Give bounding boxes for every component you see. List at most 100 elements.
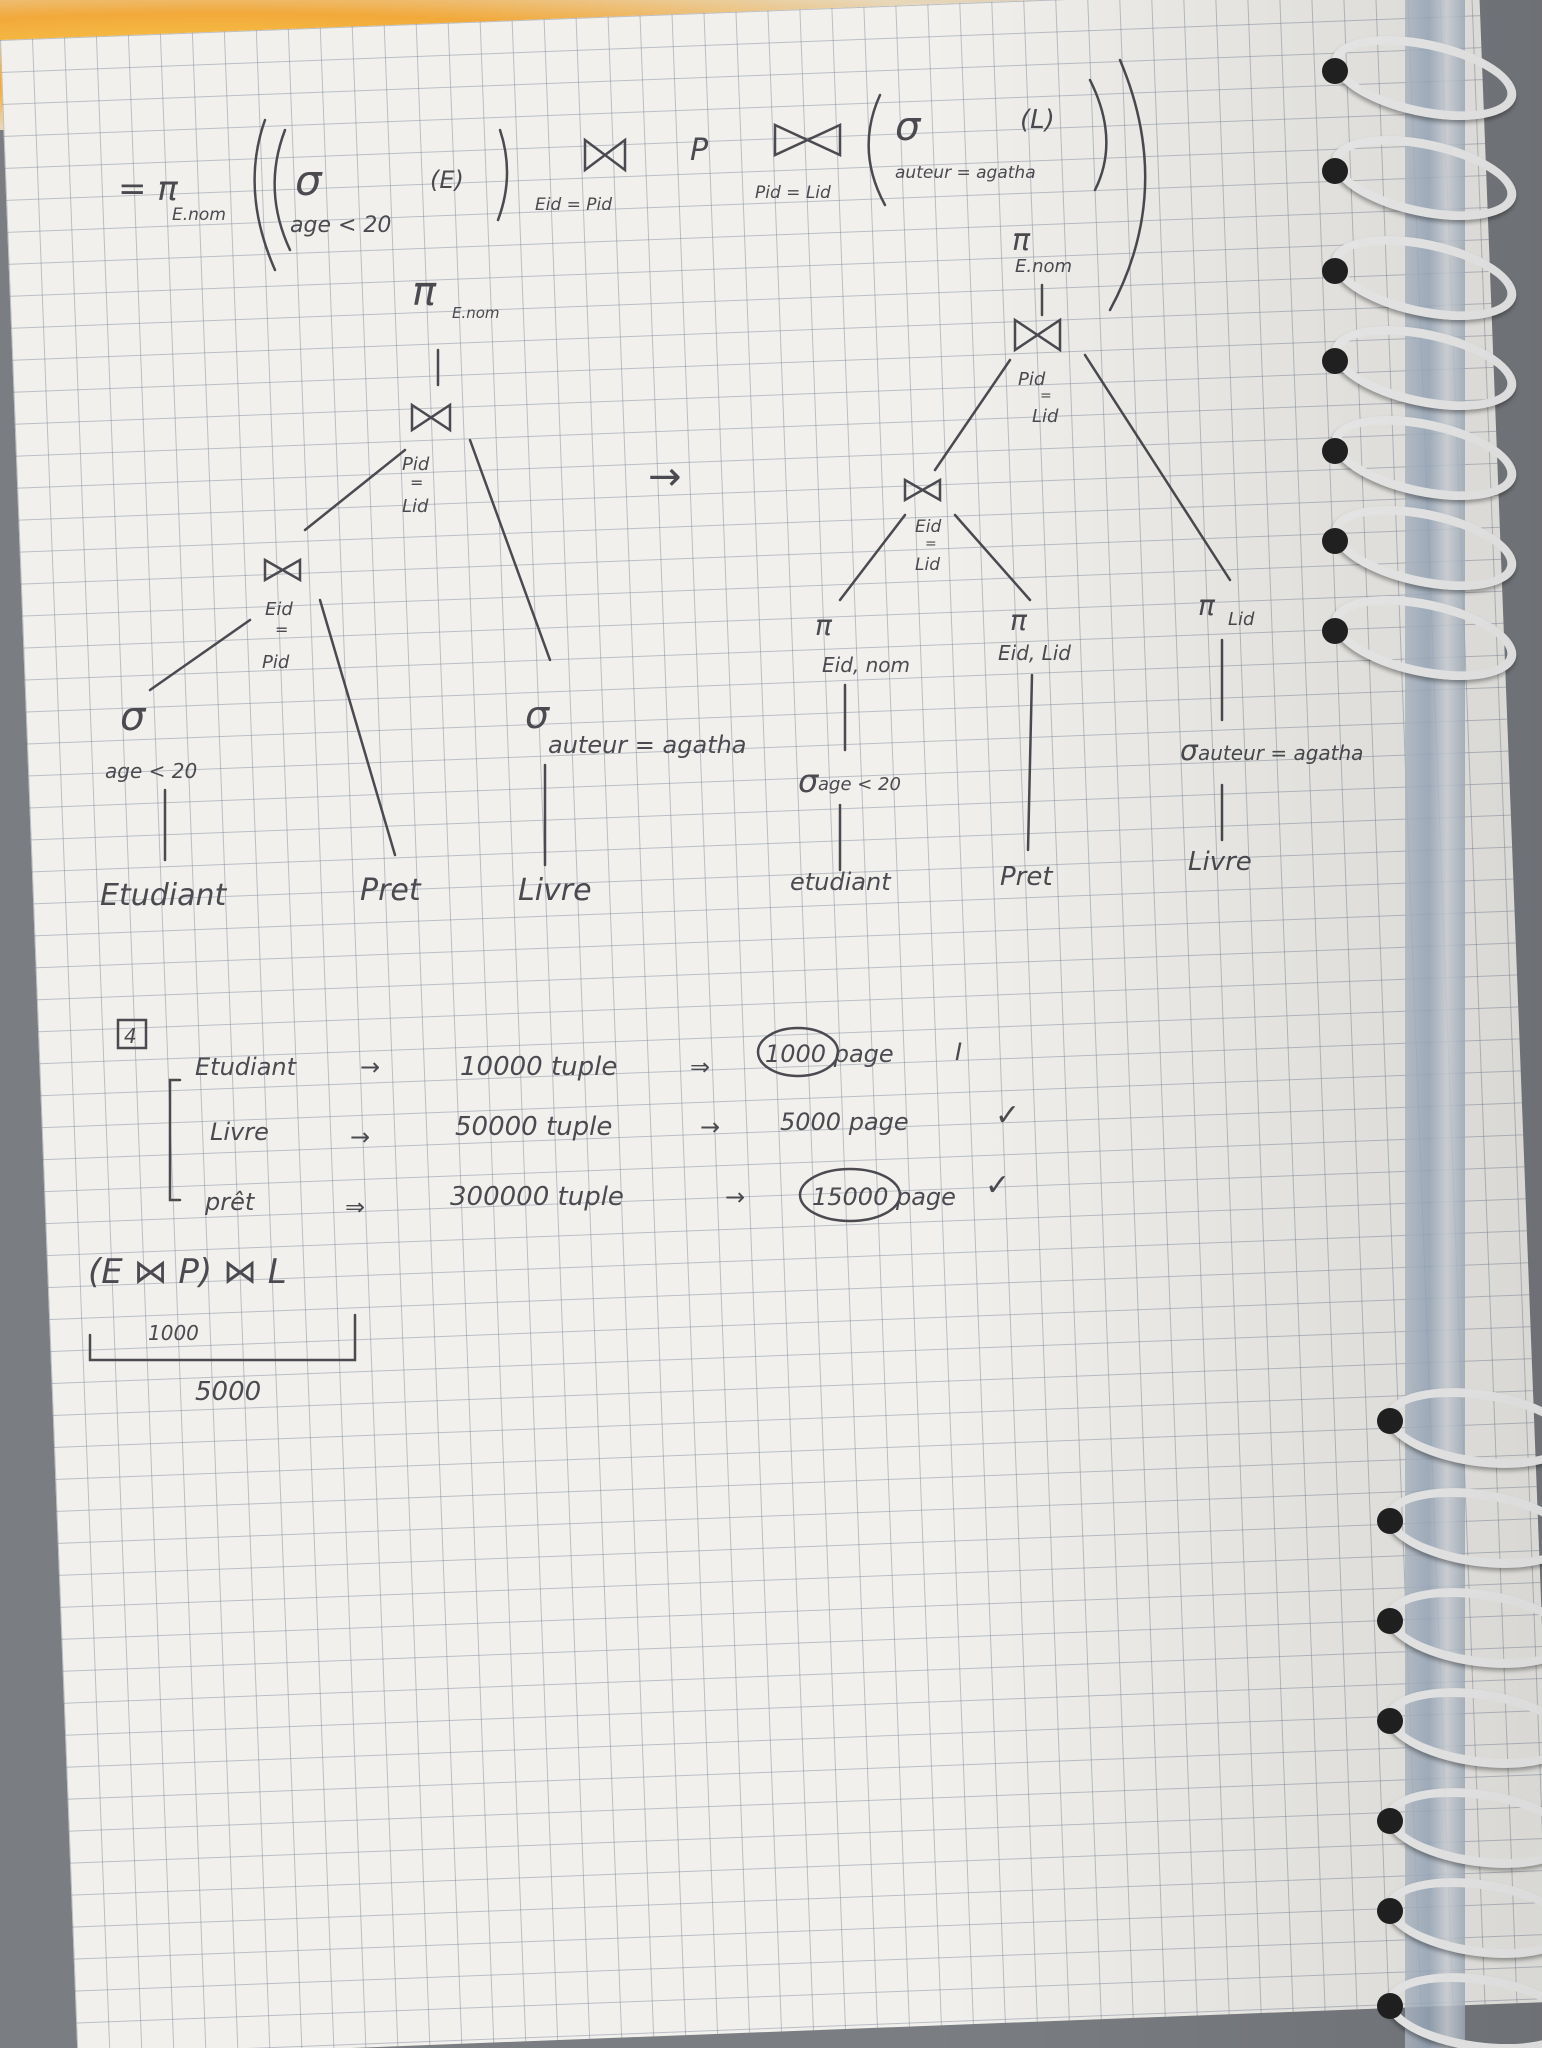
right-sigma-l: σ bbox=[1180, 734, 1199, 767]
punch-hole bbox=[1377, 1508, 1403, 1534]
right-proj-e-symbol: π bbox=[815, 609, 833, 642]
notebook-spine bbox=[1405, 0, 1465, 2048]
open-paren bbox=[253, 118, 277, 272]
row-0-mark: I bbox=[955, 1038, 962, 1066]
formula-e-rel: (E) bbox=[430, 166, 464, 194]
row-2-mark: ✓ bbox=[985, 1168, 1010, 1203]
left-sigma-l-cond: auteur = agatha bbox=[548, 731, 747, 759]
left-sigma-e: σ bbox=[120, 694, 147, 740]
left-join-low-cond-a: Eid bbox=[265, 599, 293, 620]
svg-text:→: → bbox=[700, 1113, 720, 1141]
punch-hole bbox=[1377, 1898, 1403, 1924]
right-leaf-livre: Livre bbox=[1188, 847, 1252, 877]
formula-prefix: = π bbox=[118, 169, 178, 209]
right-proj-p-symbol: π bbox=[1010, 604, 1028, 637]
right-join-top-cond-b: Lid bbox=[1032, 406, 1059, 427]
row-2-pages: 15000 page bbox=[812, 1183, 956, 1211]
formula-join1-sub: Eid = Pid bbox=[535, 195, 612, 215]
right-join-low-symbol bbox=[903, 477, 942, 503]
punch-hole bbox=[1322, 438, 1348, 464]
right-join-top-cond-eq: = bbox=[1040, 388, 1052, 404]
left-join-low-cond-eq: = bbox=[275, 620, 288, 639]
join-expression: (E ⋈ P) ⋈ L bbox=[88, 1252, 287, 1292]
left-join-top-cond-a: Pid bbox=[402, 454, 430, 475]
join-symbol-1 bbox=[583, 137, 627, 173]
left-join-top-cond-b: Lid bbox=[402, 496, 429, 517]
right-proj-top-symbol: π bbox=[1012, 223, 1031, 258]
row-1-name: Livre bbox=[210, 1118, 269, 1146]
cost-section: 4 Etudiant → 10000 tuple ⇒ 1000 page I L… bbox=[88, 1018, 1020, 1407]
right-proj-e-attr: Eid, nom bbox=[822, 653, 910, 677]
left-join-top-symbol bbox=[410, 402, 452, 433]
row-1-pages: 5000 page bbox=[780, 1108, 909, 1136]
left-query-tree: π E.nom Pid = Lid Eid = Pid σ age < 20 σ… bbox=[100, 269, 747, 913]
right-sigma-e: σ bbox=[798, 762, 820, 800]
punch-hole bbox=[1322, 58, 1348, 84]
left-leaf-etudiant: Etudiant bbox=[100, 878, 228, 913]
row-0-pages: 1000 page bbox=[765, 1040, 894, 1068]
outer-cost: 5000 bbox=[195, 1377, 261, 1407]
rows-brace bbox=[168, 1078, 182, 1202]
right-proj-top-attr: E.nom bbox=[1015, 256, 1072, 277]
close-paren-big bbox=[1108, 58, 1147, 312]
punch-hole bbox=[1377, 1993, 1403, 2019]
close-paren bbox=[496, 128, 509, 222]
row-0-name: Etudiant bbox=[195, 1053, 298, 1081]
right-leaf-pret: Pret bbox=[1000, 862, 1053, 892]
punch-hole bbox=[1377, 1708, 1403, 1734]
close-paren-3 bbox=[1088, 78, 1108, 192]
right-join-top-cond-a: Pid bbox=[1018, 369, 1046, 390]
open-paren-3 bbox=[867, 93, 887, 207]
right-query-tree: π E.nom Pid = Lid Eid = Lid π Eid, nom π… bbox=[790, 223, 1363, 896]
formula-line: = π E.nom σ age < 20 (E) Eid = Pid P Pid… bbox=[118, 58, 1147, 312]
formula-sigma2-cond: auteur = agatha bbox=[895, 163, 1036, 183]
right-sigma-e-cond: age < 20 bbox=[818, 774, 901, 795]
left-join-low-symbol bbox=[263, 557, 302, 583]
right-proj-p-attr: Eid, Lid bbox=[998, 641, 1071, 665]
row-2-circle bbox=[798, 1167, 902, 1223]
section-number: 4 bbox=[124, 1024, 137, 1048]
punch-hole bbox=[1322, 158, 1348, 184]
right-join-low-cond-a: Eid bbox=[915, 517, 941, 537]
punch-hole bbox=[1322, 618, 1348, 644]
left-sigma-l: σ bbox=[525, 693, 551, 737]
formula-sigma: σ bbox=[295, 156, 323, 205]
punch-hole bbox=[1377, 1808, 1403, 1834]
svg-text:⇒: ⇒ bbox=[690, 1053, 710, 1081]
formula-p-rel: P bbox=[690, 133, 709, 168]
punch-hole bbox=[1322, 348, 1348, 374]
transform-arrow: → bbox=[648, 454, 682, 500]
right-join-low-cond-b: Lid bbox=[915, 555, 940, 575]
row-0-tuples: 10000 tuple bbox=[460, 1052, 617, 1082]
row-0-circle bbox=[756, 1026, 840, 1078]
join-symbol-2 bbox=[773, 123, 842, 157]
row-1-mark: ✓ bbox=[995, 1098, 1020, 1133]
svg-text:→: → bbox=[725, 1183, 745, 1211]
svg-text:⇒: ⇒ bbox=[345, 1193, 365, 1221]
right-leaf-etudiant: etudiant bbox=[790, 868, 892, 896]
formula-proj-sub: E.nom bbox=[172, 205, 226, 225]
punch-hole bbox=[1377, 1608, 1403, 1634]
punch-hole bbox=[1322, 258, 1348, 284]
right-join-low-cond-eq: = bbox=[925, 536, 937, 552]
cost-bracket bbox=[88, 1313, 357, 1362]
svg-text:→: → bbox=[350, 1123, 370, 1151]
left-join-top-cond-eq: = bbox=[410, 473, 423, 492]
left-leaf-pret: Pret bbox=[360, 873, 422, 908]
left-leaf-livre: Livre bbox=[518, 873, 592, 908]
row-2-tuples: 300000 tuple bbox=[450, 1182, 624, 1212]
section-number-box bbox=[116, 1018, 148, 1050]
right-sigma-l-cond: auteur = agatha bbox=[1198, 741, 1363, 765]
row-2-name: prêt bbox=[204, 1188, 256, 1216]
row-1-tuples: 50000 tuple bbox=[455, 1112, 612, 1142]
formula-l-rel: (L) bbox=[1020, 105, 1055, 135]
formula-join2-sub: Pid = Lid bbox=[755, 183, 831, 203]
left-proj-symbol: π bbox=[412, 269, 437, 315]
left-proj-attr: E.nom bbox=[452, 304, 500, 322]
right-join-top-symbol bbox=[1013, 317, 1062, 353]
svg-text:→: → bbox=[360, 1053, 380, 1081]
inner-cost: 1000 bbox=[148, 1321, 199, 1345]
punch-hole bbox=[1322, 528, 1348, 554]
